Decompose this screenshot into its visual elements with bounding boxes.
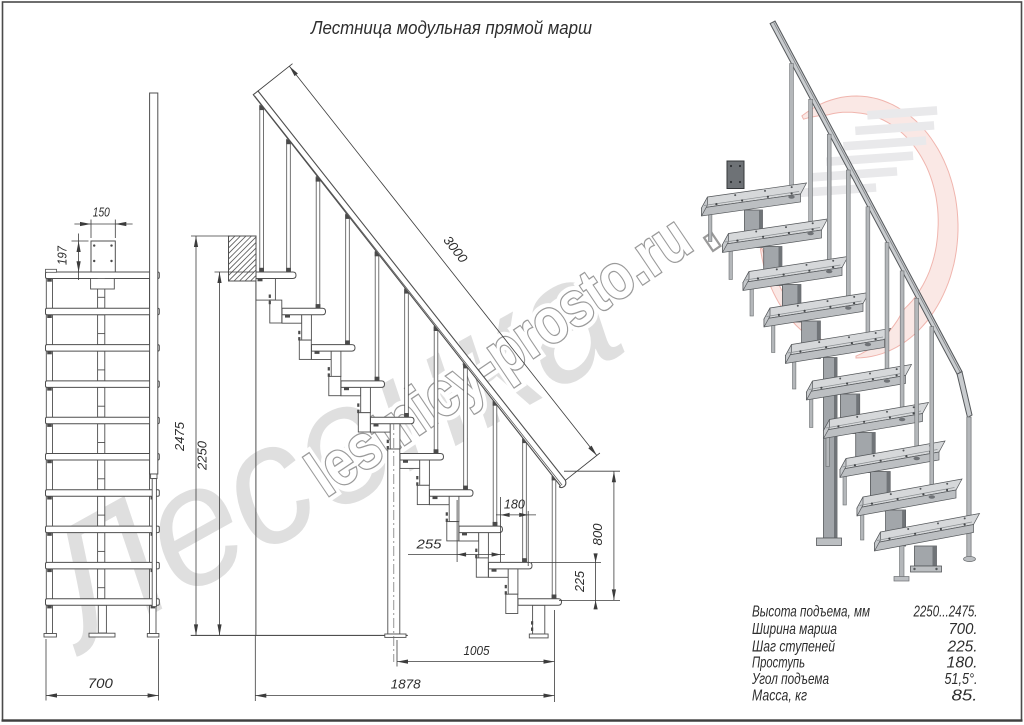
svg-text:2250...2475.: 2250...2475. — [913, 604, 978, 621]
svg-text:85.: 85. — [952, 688, 978, 705]
svg-text:700.: 700. — [949, 621, 978, 638]
svg-text:800: 800 — [590, 523, 605, 546]
svg-text:150: 150 — [93, 205, 111, 220]
svg-text:255: 255 — [415, 537, 442, 552]
svg-text:Проступь: Проступь — [752, 655, 805, 672]
svg-text:Ширина марша: Ширина марша — [752, 621, 837, 638]
svg-text:225: 225 — [572, 570, 587, 593]
svg-text:180.: 180. — [947, 655, 978, 672]
svg-text:2250: 2250 — [195, 440, 210, 471]
svg-text:197: 197 — [55, 245, 70, 265]
svg-text:1878: 1878 — [391, 677, 422, 692]
svg-text:1005: 1005 — [464, 643, 491, 658]
svg-text:Высота подъема, мм: Высота подъема, мм — [752, 604, 870, 621]
svg-text:700: 700 — [88, 676, 114, 691]
svg-text:Шаг ступеней: Шаг ступеней — [752, 639, 835, 656]
svg-text:51,5°.: 51,5°. — [945, 671, 978, 688]
svg-text:Лестница модульная прямой марш: Лестница модульная прямой марш — [310, 18, 592, 38]
svg-text:2475: 2475 — [172, 421, 187, 452]
svg-text:180: 180 — [504, 497, 526, 512]
svg-text:Угол подъема: Угол подъема — [751, 671, 829, 688]
svg-text:225.: 225. — [947, 639, 978, 656]
svg-text:Масса, кг: Масса, кг — [752, 688, 807, 705]
